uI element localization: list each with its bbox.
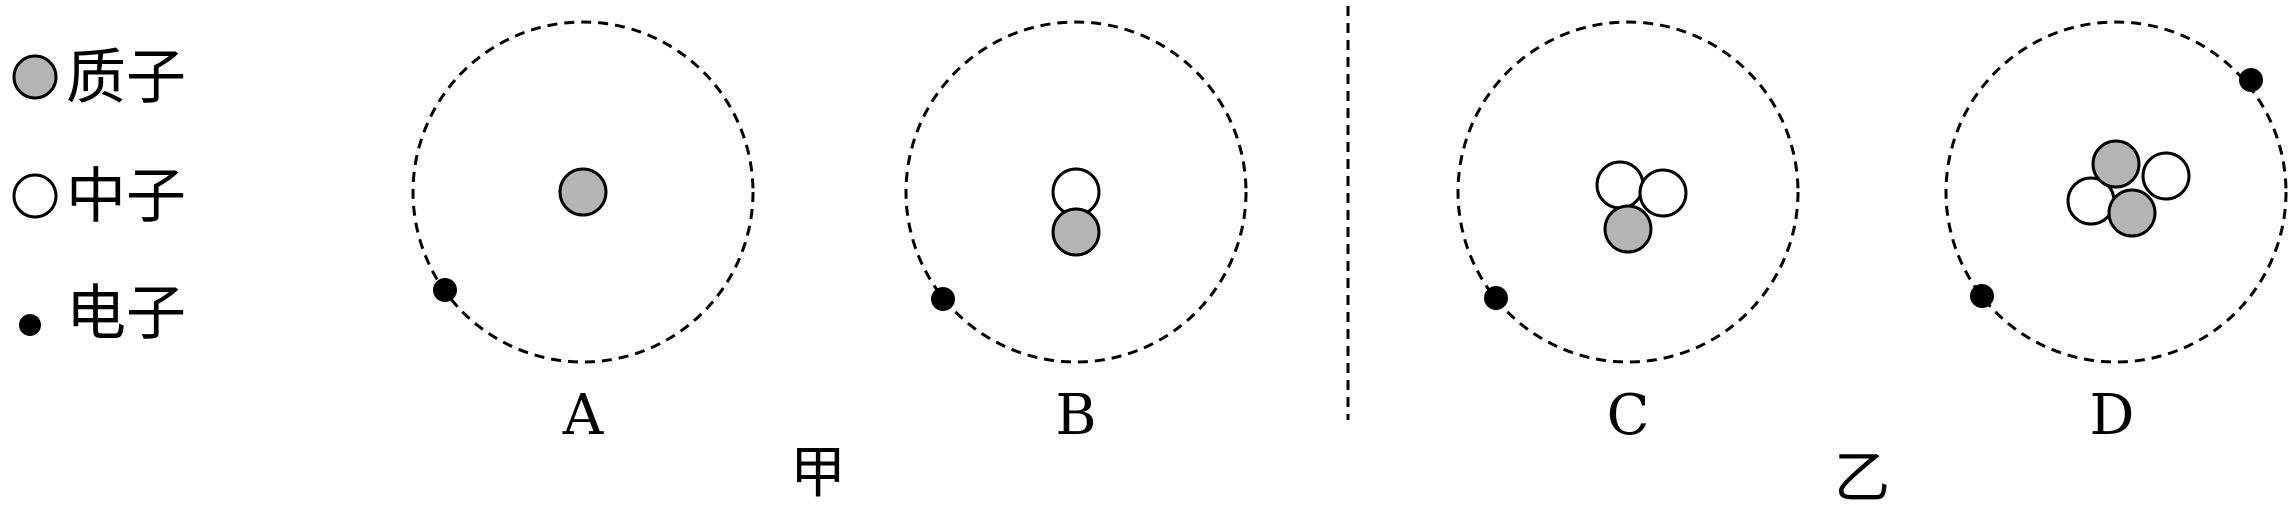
orbit-a <box>411 20 755 364</box>
proton-c-1 <box>1603 204 1653 254</box>
electron-a-1 <box>433 278 457 302</box>
legend-neutron-label: 中子 <box>66 162 186 232</box>
atom-d-label: D <box>2090 383 2135 448</box>
atom-a: A <box>411 20 755 448</box>
proton-d-2 <box>2107 188 2157 238</box>
atom-a-label: A <box>562 383 604 448</box>
legend-neutron-marker <box>12 173 58 219</box>
atom-b: B <box>904 20 1248 448</box>
atom-c: C <box>1456 20 1800 448</box>
orbit-c <box>1456 20 1800 364</box>
group-label-left: 甲 <box>790 441 846 506</box>
electron-d-1 <box>2239 68 2263 92</box>
legend-proton-marker <box>12 54 58 100</box>
orbit-b <box>904 20 1248 364</box>
orbit-d <box>1944 20 2288 364</box>
atom-c-label: C <box>1607 383 1650 448</box>
legend-electron-label: 电子 <box>66 279 186 349</box>
atom-d: D <box>1944 20 2288 448</box>
electron-c-1 <box>1484 286 1508 310</box>
proton-b-1 <box>1051 207 1101 257</box>
legend-electron-marker <box>19 314 41 336</box>
electron-d-2 <box>1970 284 1994 308</box>
group-label-right: 乙 <box>1834 446 1890 508</box>
neutron-d-1 <box>2141 151 2191 201</box>
proton-d-1 <box>2091 139 2141 189</box>
atom-b-label: B <box>1055 383 1096 448</box>
neutron-c-2 <box>1638 168 1688 218</box>
electron-b-1 <box>931 287 955 311</box>
proton-a-1 <box>558 167 608 217</box>
legend: 质子 中子 电子 <box>12 43 186 349</box>
neutron-c-1 <box>1595 160 1645 210</box>
legend-proton-label: 质子 <box>66 43 186 113</box>
